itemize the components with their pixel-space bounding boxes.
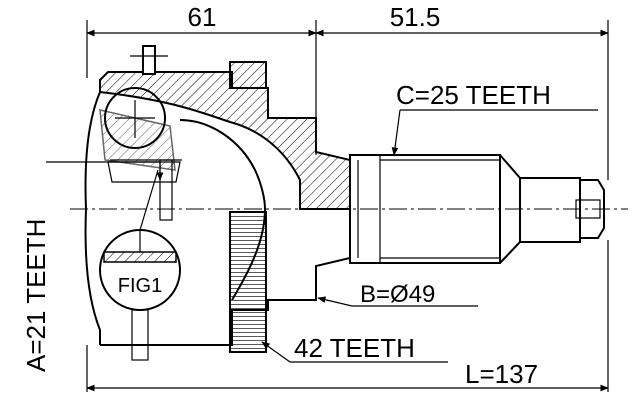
dimension-right-label: 51.5	[390, 2, 441, 32]
abs-teeth-label: 42 TEETH	[294, 333, 415, 363]
abs-ring	[229, 211, 267, 353]
dimension-left-label: 61	[188, 2, 217, 32]
a-teeth-label: A=21 TEETH	[21, 219, 51, 372]
dimension-bottom: L=137	[86, 240, 609, 392]
b-diameter-label: B=Ø49	[360, 281, 435, 308]
a-teeth-callout: A=21 TEETH	[21, 161, 164, 372]
c-teeth-callout: C=25 TEETH	[391, 80, 598, 156]
splined-shaft	[349, 154, 605, 264]
dimension-top: 61 51.5	[86, 2, 609, 180]
total-length-label: L=137	[465, 359, 538, 389]
b-diameter-callout: B=Ø49	[317, 281, 478, 308]
c-teeth-label: C=25 TEETH	[396, 80, 551, 110]
fig1-callout: FIG1	[99, 169, 181, 361]
ball-cage	[99, 87, 182, 221]
abs-teeth-callout: 42 TEETH	[261, 333, 448, 363]
fig1-label: FIG1	[118, 275, 162, 297]
